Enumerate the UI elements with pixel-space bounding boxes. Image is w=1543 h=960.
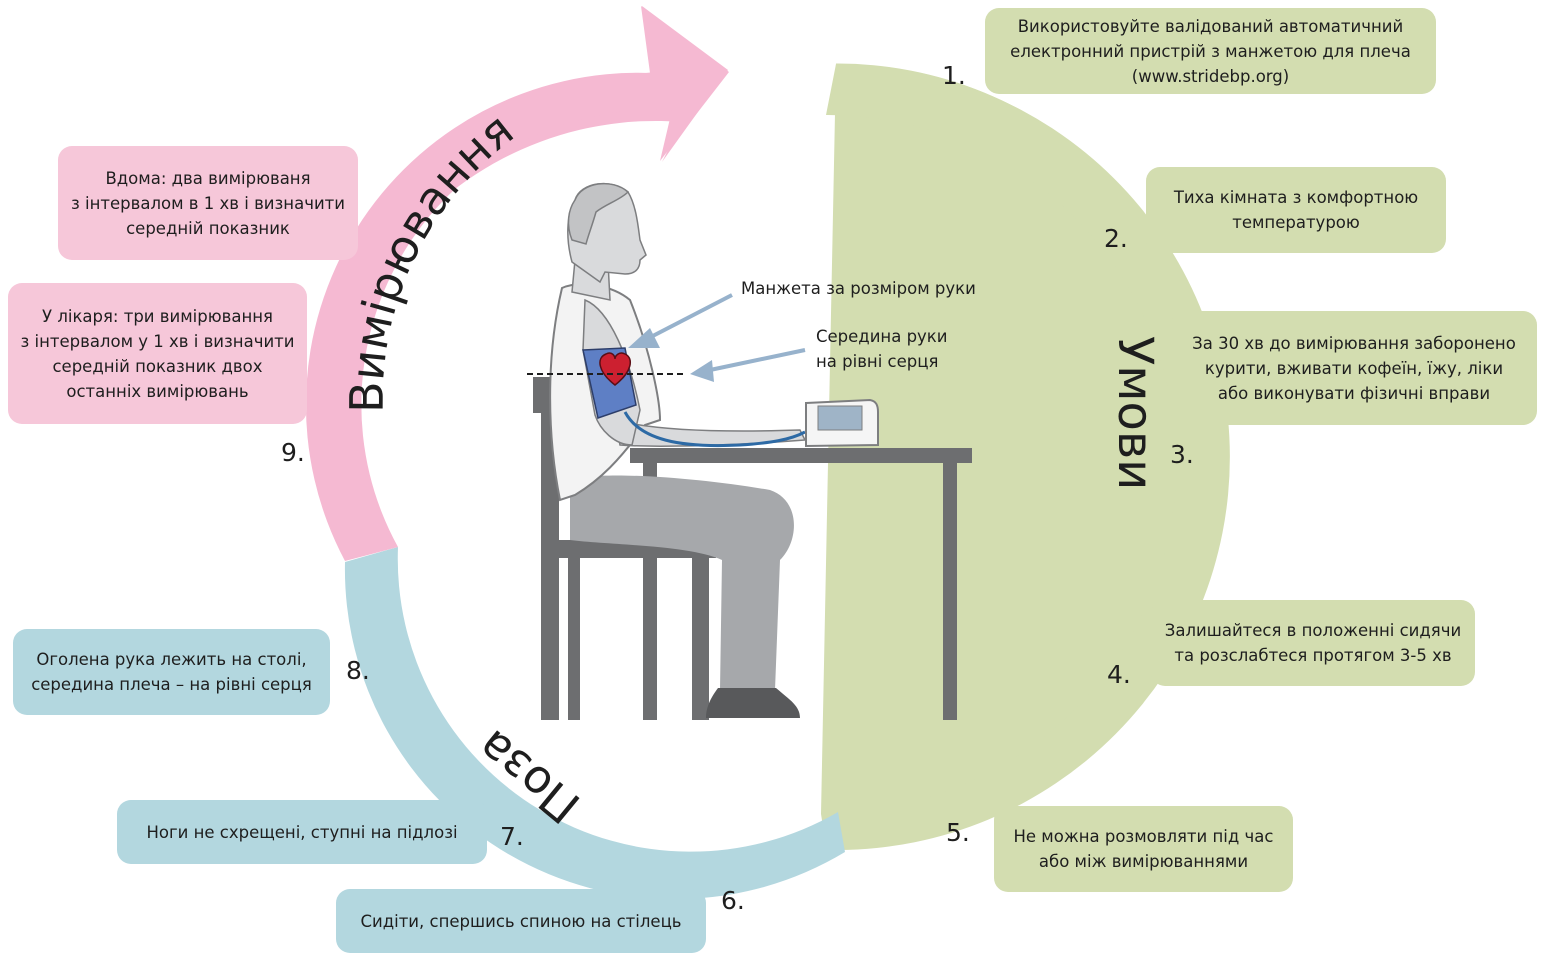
home-note-text: Вдома: два вимірюваня з інтервалом в 1 х… [71,168,345,238]
cuff-callout: Манжета за розміром руки [741,279,976,298]
step-9-box: У лікаря: три вимірювання з інтервалом у… [8,283,307,424]
person-illustration [527,182,972,720]
bp-monitor [805,398,879,448]
arm-mid-pointer [690,348,806,382]
step-6-number: 6. [721,886,745,915]
conditions-label: Умови [1107,336,1163,490]
step-9-number: 9. [281,438,305,467]
step-8-box: Оголена рука лежить на столі, середина п… [13,629,330,715]
heart-icon [599,352,632,386]
step-1-text: Використовуйте валідований автоматичний … [1010,16,1411,86]
step-2-number: 2. [1104,224,1128,253]
step-2-box: Тиха кімната з комфортною температурою [1146,167,1446,253]
step-8-number: 8. [346,656,370,685]
home-note-box: Вдома: два вимірюваня з інтервалом в 1 х… [58,146,358,260]
cuff-pointer [628,293,733,348]
step-5-box: Не можна розмовляти під час або між вимі… [994,806,1293,892]
step-3-text: За 30 хв до вимірювання заборонено курит… [1192,333,1516,403]
step-9-text: У лікаря: три вимірювання з інтервалом у… [20,306,295,401]
step-7-box: Ноги не схрещені, ступні на підлозі [117,800,487,864]
step-7-number: 7. [500,822,524,851]
arm-mid-callout: Середина руки на рівні серця [816,327,948,371]
cuff-tube [623,411,806,448]
step-4-box: Залишайтеся в положенні сидячи та розсла… [1151,600,1475,686]
step-6-box: Сидіти, спершись спиною на стілець [336,889,706,953]
step-3-number: 3. [1170,440,1194,469]
table [630,448,972,720]
step-4-number: 4. [1107,660,1131,689]
hair [567,182,630,245]
step-1-number: 1. [942,61,966,90]
measurement-arrow [305,6,729,561]
trousers [570,475,794,690]
step-8-text: Оголена рука лежить на столі, середина п… [31,650,312,694]
step-1-box: Використовуйте валідований автоматичний … [985,8,1436,94]
step-6-text: Сидіти, спершись спиною на стілець [360,911,682,931]
step-7-text: Ноги не схрещені, ступні на підлозі [146,822,458,842]
step-5-number: 5. [946,818,970,847]
step-3-box: За 30 хв до вимірювання заборонено курит… [1171,311,1537,425]
chair [533,377,716,720]
step-4-text: Залишайтеся в положенні сидячи та розсла… [1164,621,1462,665]
conditions-arc-band [826,63,1230,851]
shoe [706,688,800,718]
step-2-text: Тиха кімната з комфортною температурою [1173,188,1419,232]
step-5-text: Не можна розмовляти під час або між вимі… [1013,827,1274,871]
